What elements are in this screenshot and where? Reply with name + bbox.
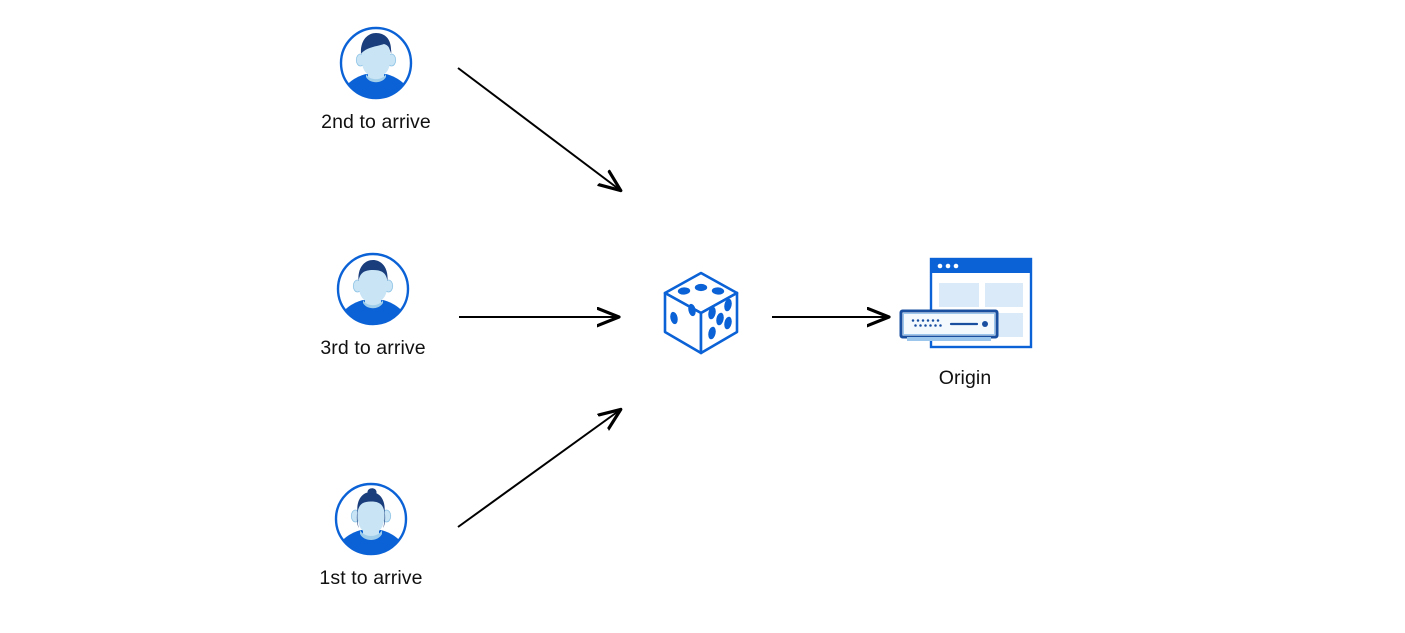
node-user-2nd[interactable]: 2nd to arrive (311, 25, 441, 134)
node-label: 3rd to arrive (320, 337, 426, 359)
node-label: 2nd to arrive (321, 111, 431, 133)
node-user-1st[interactable]: 1st to arrive (306, 481, 436, 590)
user-avatar-icon (338, 25, 414, 101)
node-label: Origin (938, 367, 992, 389)
node-origin[interactable]: Origin (893, 255, 1037, 390)
dice-icon (658, 267, 744, 359)
edge-user2nd-to-randomizer (457, 67, 620, 190)
edge-user1st-to-randomizer (457, 410, 620, 528)
node-user-3rd[interactable]: 3rd to arrive (308, 251, 438, 360)
user-avatar-icon (335, 251, 411, 327)
origin-server-icon (893, 255, 1037, 359)
user-avatar-icon (333, 481, 409, 557)
node-label: 1st to arrive (319, 567, 423, 589)
node-randomizer[interactable] (658, 267, 744, 369)
